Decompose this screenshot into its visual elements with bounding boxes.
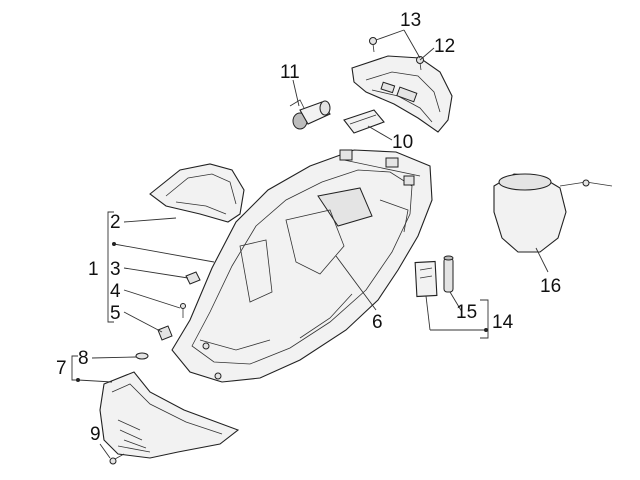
callout-4: 4: [110, 281, 121, 302]
part-10-small-cover: [343, 109, 385, 134]
callout-8: 8: [78, 348, 89, 369]
callout-6: 6: [372, 312, 383, 333]
callout-7: 7: [56, 358, 67, 379]
part-8-clip: [135, 352, 149, 360]
part-5-clip: [157, 325, 173, 341]
part-15-tube: [443, 255, 454, 293]
callout-labels: 1 2 3 4 5 6 7 8 9 10 11 12 13 14 15 16: [56, 10, 561, 445]
callout-10: 10: [392, 132, 413, 153]
callout-14: 14: [492, 312, 514, 333]
callout-11: 11: [280, 62, 300, 83]
part-3-clip: [185, 271, 201, 285]
callout-2: 2: [110, 212, 121, 233]
callout-9: 9: [90, 424, 101, 445]
callout-15: 15: [456, 302, 477, 323]
leader-lines: [71, 29, 549, 459]
part-16-helmet: [493, 173, 613, 253]
callout-16: 16: [540, 276, 561, 297]
callout-3: 3: [110, 259, 121, 280]
part-12-rear-cover: [351, 55, 453, 133]
part-11-lock: [289, 99, 331, 130]
part-14-document-kit: [414, 260, 438, 298]
part-2-seat-cover: [149, 163, 245, 223]
callout-12: 12: [434, 36, 455, 57]
main-helmet-compartment: [171, 149, 433, 383]
callout-13: 13: [400, 10, 421, 31]
part-7-lower-cover: [99, 371, 240, 459]
callout-5: 5: [110, 303, 121, 324]
part-4-screw: [180, 303, 186, 318]
part-9-screw: [109, 453, 125, 465]
callout-1: 1: [88, 259, 99, 280]
